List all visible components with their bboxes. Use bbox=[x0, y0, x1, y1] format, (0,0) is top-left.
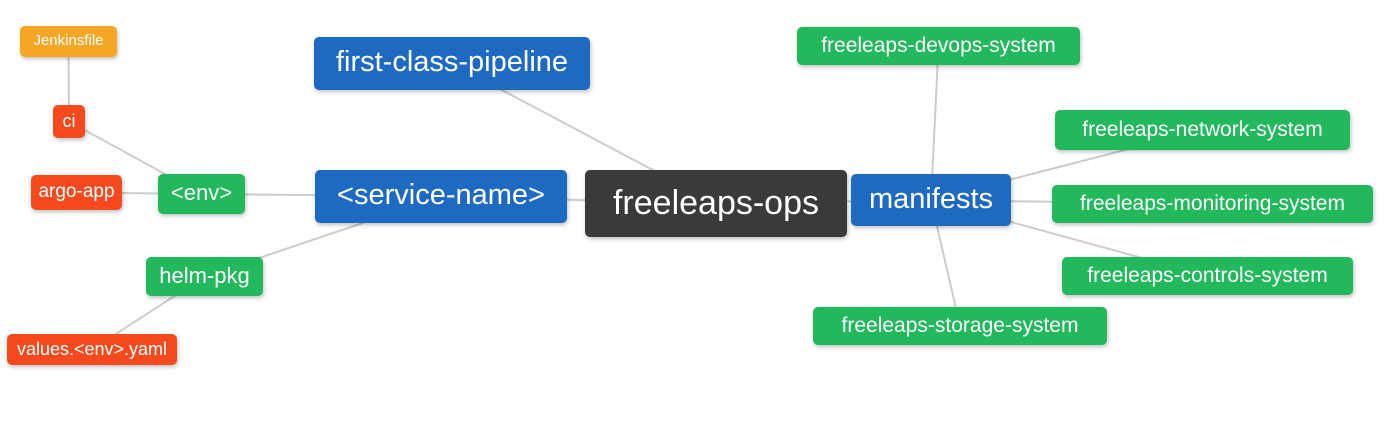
node-manifests[interactable]: manifests bbox=[851, 174, 1011, 226]
node-freeleaps-network-system[interactable]: freeleaps-network-system bbox=[1055, 110, 1350, 150]
node-ci[interactable]: ci bbox=[53, 105, 85, 138]
node-freeleaps-monitoring-system[interactable]: freeleaps-monitoring-system bbox=[1052, 185, 1373, 223]
node-argo-app[interactable]: argo-app bbox=[31, 175, 122, 210]
node-service-name[interactable]: <service-name> bbox=[315, 170, 567, 223]
node-freeleaps-controls-system[interactable]: freeleaps-controls-system bbox=[1062, 257, 1353, 295]
node-first-class-pipeline[interactable]: first-class-pipeline bbox=[314, 37, 590, 90]
node-values-env-yaml[interactable]: values.<env>.yaml bbox=[7, 334, 177, 365]
node-freeleaps-devops-system[interactable]: freeleaps-devops-system bbox=[797, 27, 1080, 65]
node-env[interactable]: <env> bbox=[158, 174, 245, 214]
node-freeleaps-ops[interactable]: freeleaps-ops bbox=[585, 170, 847, 237]
node-freeleaps-storage-system[interactable]: freeleaps-storage-system bbox=[813, 307, 1107, 345]
node-jenkinsfile[interactable]: Jenkinsfile bbox=[20, 26, 117, 57]
node-helm-pkg[interactable]: helm-pkg bbox=[146, 257, 263, 296]
